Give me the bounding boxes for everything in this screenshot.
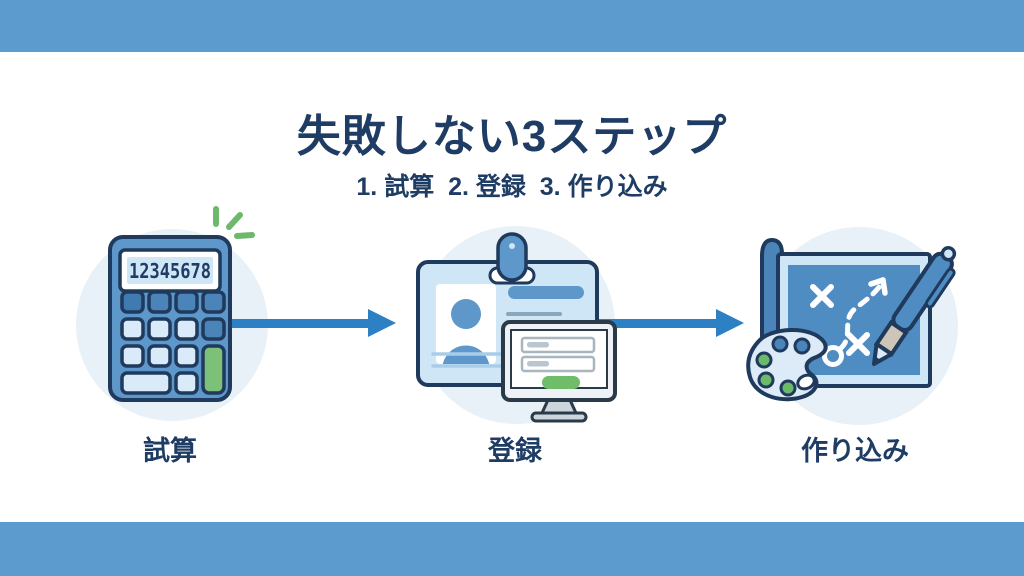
arrow-shaft xyxy=(598,318,716,328)
arrow-right-icon xyxy=(598,309,744,337)
id-card-registration-icon xyxy=(416,232,617,423)
input-placeholder-bar xyxy=(527,361,549,367)
subtitle: 1. 試算 2. 登録 3. 作り込み xyxy=(356,173,668,201)
top-band xyxy=(0,0,1024,52)
pen-icon xyxy=(872,245,957,366)
calculator-screen xyxy=(127,257,213,284)
calculator-keypad xyxy=(120,290,226,395)
arrow-right-icon xyxy=(230,309,396,337)
step3-label: 作り込み xyxy=(801,436,909,466)
form-input-field xyxy=(520,355,596,373)
form-input-field xyxy=(520,336,596,354)
badge-clip xyxy=(496,232,528,282)
bottom-band xyxy=(0,522,1024,576)
step1-label: 試算 xyxy=(143,436,197,466)
monitor-icon xyxy=(501,320,617,423)
calculator-icon: 12345678 xyxy=(108,206,255,402)
input-placeholder-bar xyxy=(527,342,549,348)
badge-clip-hole xyxy=(509,243,515,249)
strategy-marks xyxy=(810,277,888,367)
sparkle-icon xyxy=(213,206,255,239)
step2-label: 登録 xyxy=(488,436,542,466)
monitor-base xyxy=(530,411,588,423)
arrow-shaft xyxy=(230,318,368,328)
page-title: 失敗しない3ステップ xyxy=(296,112,728,161)
person-silhouette-icon xyxy=(442,299,490,364)
arrow-head xyxy=(368,309,396,337)
submit-button-shape xyxy=(542,376,580,389)
arrow-head xyxy=(716,309,744,337)
card-title-bar xyxy=(508,286,584,299)
calculator-digits: 12345678 xyxy=(129,259,211,283)
strategy-board-icon xyxy=(746,237,957,402)
paint-dots xyxy=(755,335,816,397)
palette-icon xyxy=(746,328,828,402)
